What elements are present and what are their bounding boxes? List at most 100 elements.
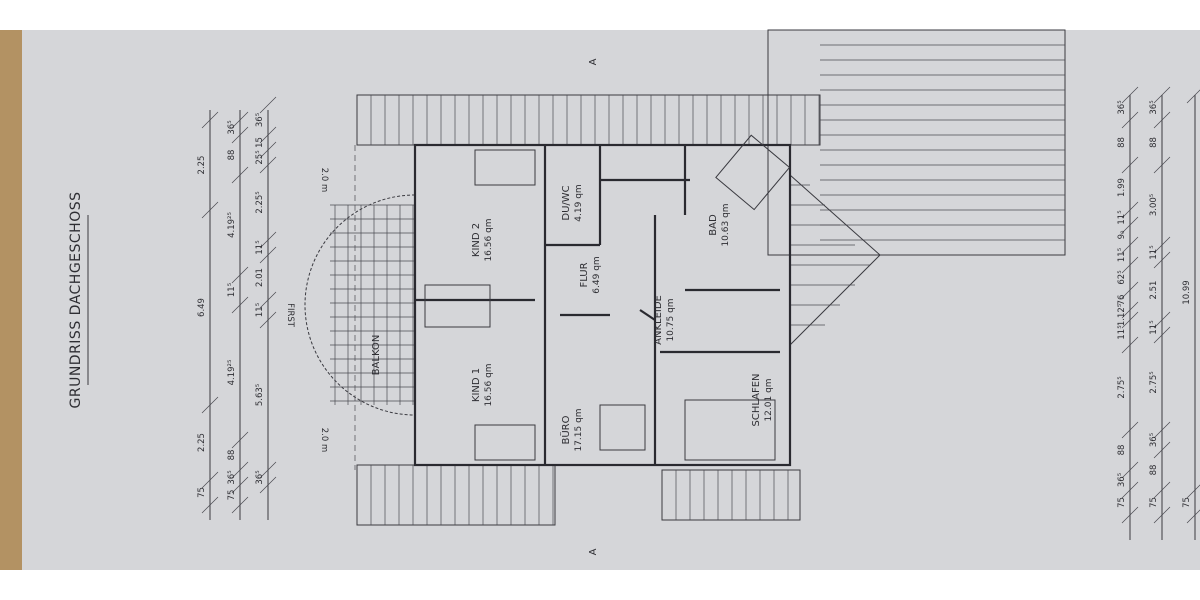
dim-left-inner-value: 11⁵: [255, 240, 265, 254]
dimension-tick: [1153, 326, 1171, 344]
dim-right-middle-value: 2.51: [1149, 281, 1159, 300]
dimension-tick: [231, 111, 249, 129]
dimension-tick: [259, 476, 277, 494]
dim-left-outer-value: 75: [197, 487, 207, 498]
dimension-tick: [259, 126, 277, 144]
dimension-tick: [1121, 461, 1139, 479]
dim-left-inner-value: 2.01: [255, 268, 265, 287]
room-label: SCHLAFEN: [751, 373, 762, 426]
room-area: 6.49 qm: [592, 256, 602, 293]
dimension-tick: [1121, 281, 1139, 299]
room-label: KIND 2: [471, 223, 482, 257]
room-area: 12.01 qm: [764, 378, 774, 421]
dim-left-inner-value: 2.25⁵: [255, 191, 265, 213]
dimension-tick: [1153, 111, 1171, 129]
dim-right-inner-value: 9₀: [1117, 230, 1127, 239]
dim-left-middle-value: 88: [227, 150, 237, 161]
room-label: KIND 1: [471, 368, 482, 402]
height-mark: 2.0 m: [319, 428, 329, 453]
dim-right-middle-value: 36⁵: [1149, 100, 1159, 114]
walls: [304, 134, 792, 470]
dimension-tick: [1121, 256, 1139, 274]
dim-right-middle-value: 11⁵: [1149, 245, 1159, 259]
dimension-tick: [1121, 421, 1139, 439]
dimension-tick: [1121, 86, 1139, 104]
dimension-tick: [1153, 251, 1171, 269]
dimension-tick: [259, 231, 277, 249]
dimension-tick: [231, 296, 249, 314]
dim-right-middle-value: 88: [1149, 465, 1159, 476]
roof-tiles: [356, 29, 1066, 526]
dim-right-middle-value: 88: [1149, 137, 1159, 148]
dim-right-inner-value: 11⁵: [1117, 248, 1127, 262]
dimension-tick: [231, 496, 249, 514]
dimension-tick: [231, 461, 249, 479]
dim-left-middle-value: 11⁵: [227, 283, 237, 297]
dim-right-inner-value: 1.12⁵: [1117, 304, 1127, 326]
dimension-tick: [1121, 506, 1139, 524]
dimension-tick: [1121, 201, 1139, 219]
dim-right-inner-value: 36⁵: [1117, 100, 1127, 114]
ridge-label: FIRST: [285, 303, 295, 328]
room-label: BALKON: [371, 335, 382, 376]
dimension-tick: [1121, 156, 1139, 174]
dim-left-outer-value: 6.49: [197, 298, 207, 317]
dimension-tick: [1153, 236, 1171, 254]
dimension-tick: [231, 126, 249, 144]
bed: [684, 399, 776, 461]
dim-right-middle-value: 2.75⁵: [1149, 371, 1159, 393]
desk-buero: [599, 404, 646, 451]
dimension-tick: [1121, 336, 1139, 354]
outer-wall: [413, 143, 792, 467]
dimension-tick: [231, 166, 249, 184]
dim-left-middle-value: 36⁵: [227, 470, 237, 484]
dim-left-inner-value: 15: [255, 137, 265, 148]
dim-right-outer-value: 10.99: [1182, 280, 1192, 304]
dim-left-inner-value: 5.63⁵: [255, 384, 265, 406]
wardrobe: [424, 284, 491, 328]
dim-right-inner-value: 76: [1117, 295, 1127, 306]
dimension-tick: [259, 141, 277, 159]
room-label: FLUR: [579, 262, 590, 287]
dimension-tick: [259, 96, 277, 114]
dim-left-inner-value: 36⁵: [255, 470, 265, 484]
section-mark-bottom: A: [588, 548, 599, 555]
dim-right-inner-value: 62⁵: [1117, 270, 1127, 284]
dim-right-inner-value: 11⁵: [1117, 210, 1127, 224]
dimension-tick: [1121, 216, 1139, 234]
dim-right-middle-value: 36⁵: [1149, 433, 1159, 447]
dimension-tick: [259, 246, 277, 264]
room-area: 10.75 qm: [666, 298, 676, 341]
dim-right-middle-value: 75: [1149, 497, 1159, 508]
height-mark: 2.0 m: [319, 168, 329, 193]
dimension-tick: [1121, 311, 1139, 329]
dimension-tick: [1186, 484, 1200, 499]
room-area: 10.63 qm: [721, 203, 731, 246]
dim-right-inner-value: 88: [1117, 445, 1127, 456]
dim-right-outer-value: 75: [1182, 497, 1192, 508]
bathtub: [715, 134, 791, 211]
dimension-tick: [1186, 509, 1200, 524]
roof-band-bottom-right: [661, 469, 801, 521]
section-mark-top: A: [588, 58, 599, 65]
dimension-tick: [1186, 89, 1200, 104]
dim-left-inner-value: 36⁵: [255, 113, 265, 127]
dimension-tick: [231, 266, 249, 284]
room-label: DU/WC: [561, 185, 572, 220]
dimension-tick: [259, 156, 277, 174]
desk-kind2: [474, 149, 536, 186]
dim-right-inner-value: 88: [1117, 137, 1127, 148]
room-label: ANKLEIDE: [653, 295, 664, 345]
paper: [0, 30, 1200, 570]
dimension-tick: [201, 496, 219, 514]
dim-left-middle-value: 88: [227, 450, 237, 461]
dim-right-inner-value: 36⁵: [1117, 473, 1127, 487]
dim-left-middle-value: 4.19²⁵: [227, 360, 237, 386]
table-edge: [0, 30, 22, 570]
dim-right-inner-value: 2.75⁵: [1117, 376, 1127, 398]
dim-left-outer-value: 2.25: [197, 156, 207, 175]
room-area: 17.15 qm: [574, 408, 584, 451]
dimension-tick: [1153, 421, 1171, 439]
